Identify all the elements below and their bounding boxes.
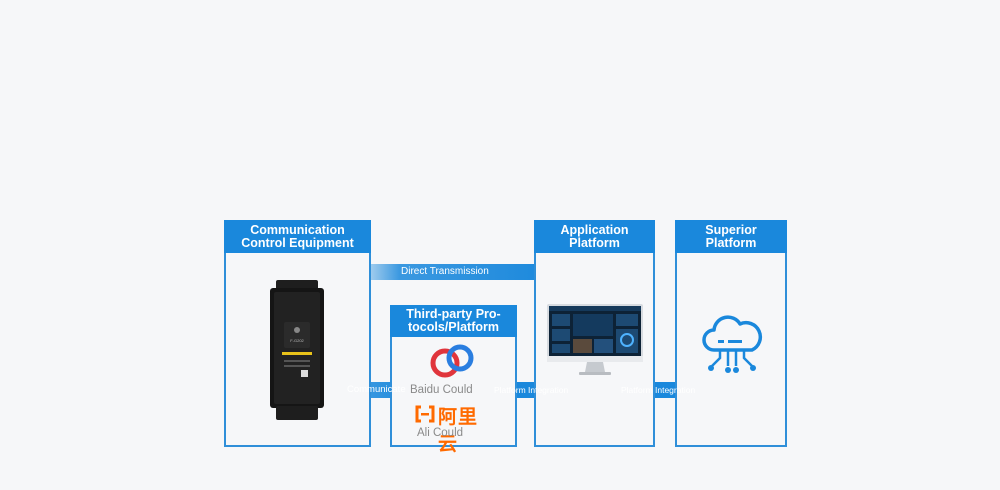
cloud-network-icon: [702, 315, 763, 373]
communication-control-title: Communication Control Equipment: [224, 220, 371, 253]
router-device-icon: F-G202: [270, 280, 324, 420]
superior-platform-title: Superior Platform: [675, 220, 787, 253]
superior-platform-panel: Superior Platform: [675, 220, 787, 447]
aliyun-bracket-icon: [415, 405, 435, 423]
baidu-cloud-logo-icon: [430, 344, 474, 378]
aliyun-logo: 阿里云: [414, 403, 494, 455]
direct-transmission-arrow: [346, 256, 560, 288]
third-party-platform-panel: Third-party Pro- tocols/Platform Baidu C…: [390, 305, 517, 455]
ali-cloud-label: Ali Could: [417, 427, 464, 439]
application-platform-panel: Application Platform: [534, 220, 655, 447]
device-label: F-G202: [290, 338, 304, 343]
application-platform-title: Application Platform: [534, 220, 655, 253]
direct-transmission-label: Direct Transmission: [401, 266, 489, 277]
communication-control-panel: Communication Control Equipment F-G202: [224, 220, 371, 447]
platform-integration-label-1: Platform Integration: [494, 385, 569, 395]
baidu-cloud-label: Baidu Could: [410, 384, 473, 396]
aliyun-chinese-label: 阿里云: [438, 407, 479, 455]
third-party-title: Third-party Pro- tocols/Platform: [390, 305, 517, 337]
platform-integration-label-2: Platform Integration: [621, 385, 696, 395]
communicate-label: Communicate: [347, 384, 406, 395]
monitor-dashboard-icon: [547, 304, 643, 375]
